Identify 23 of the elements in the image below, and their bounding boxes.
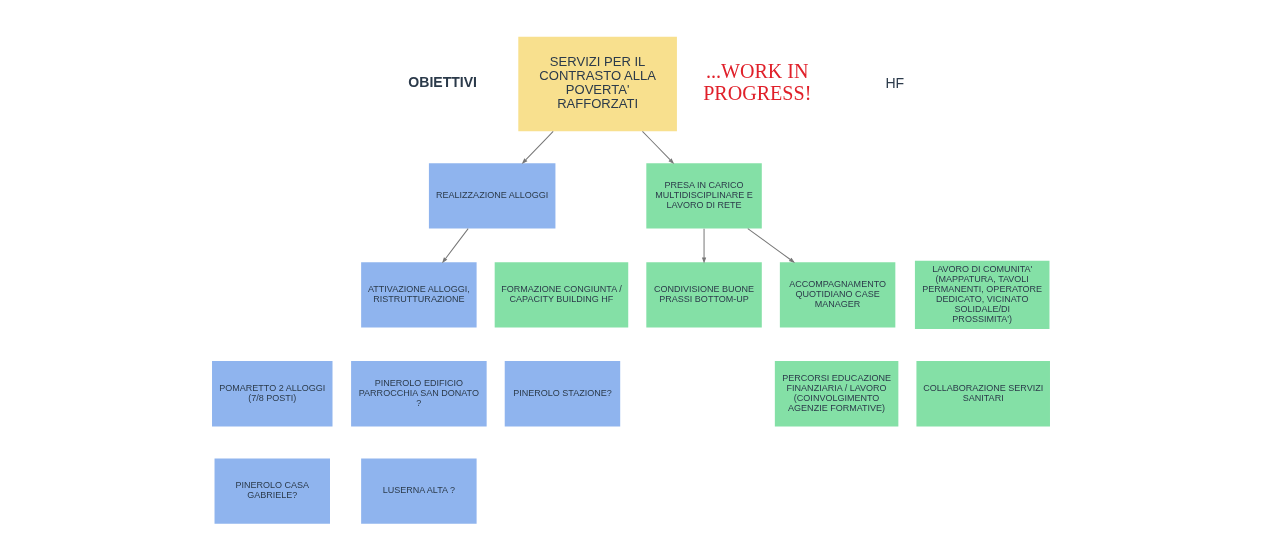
- arrow: [442, 228, 469, 263]
- node-box: LUSERNA ALTA ?: [361, 458, 477, 524]
- node-box: LAVORO DI COMUNITA' (MAPPATURA, TAVOLI PERMANENTI, OPERATORE DEDICATO, VICINATO SOLIDALE/DI PROSSIMITA'): [914, 260, 1050, 329]
- arrow: [641, 130, 674, 164]
- arrow: [747, 228, 795, 263]
- node-box: PRESA IN CARICO MULTIDISCIPLINARE E LAVORO DI RETE: [646, 163, 762, 229]
- node-box: CONDIVISIONE BUONE PRASSI BOTTOM-UP: [646, 262, 762, 328]
- label: ...WORK IN PROGRESS!: [703, 59, 812, 105]
- node-box: COLLABORAZIONE SERVIZI SANITARI: [916, 361, 1050, 427]
- node-box: ATTIVAZIONE ALLOGGI, RISTRUTTURAZIONE: [361, 262, 477, 328]
- node-box: ACCOMPAGNAMENTO QUOTIDIANO CASE MANAGER: [779, 262, 896, 328]
- node-box: REALIZZAZIONE ALLOGGI: [428, 163, 556, 229]
- node-box: PINEROLO STAZIONE?: [504, 361, 621, 427]
- node-box: PINEROLO CASA GABRIELE?: [214, 458, 330, 524]
- node-box: SERVIZI PER IL CONTRASTO ALLA POVERTA' RAFFORZATI: [518, 36, 677, 132]
- label: OBIETTIVI: [408, 73, 478, 90]
- label: HF: [885, 74, 905, 91]
- arrow: [702, 228, 706, 263]
- node-box: POMARETTO 2 ALLOGGI (7/8 POSTI): [212, 361, 333, 427]
- node-box: PERCORSI EDUCAZIONE FINANZIARIA / LAVORO (COINVOLGIMENTO AGENZIE FORMATIVE): [774, 361, 899, 427]
- arrow: [522, 130, 554, 164]
- node-box: FORMAZIONE CONGIUNTA / CAPACITY BUILDING HF: [494, 262, 629, 328]
- node-box: PINEROLO EDIFICIO PARROCCHIA SAN DONATO ?: [351, 361, 487, 427]
